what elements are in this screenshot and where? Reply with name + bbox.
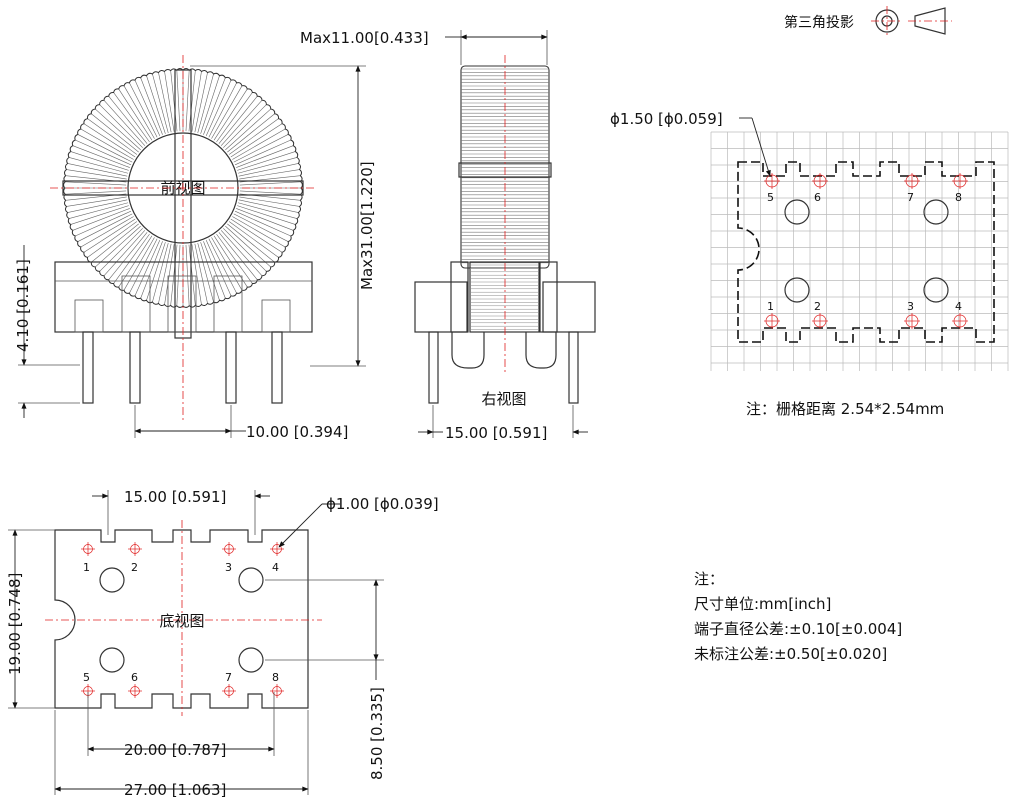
bottom-pin-label: 1: [83, 561, 90, 574]
dim-bottom-hole-dia: ϕ1.00 [ϕ0.039]: [326, 495, 439, 513]
dim-bottom-row-offset: 8.50 [0.335]: [368, 687, 386, 780]
pcb-grid: [710, 131, 1009, 371]
notes-block: 注： 尺寸单位:mm[inch] 端子直径公差:±0.10[±0.004] 未标…: [694, 570, 902, 663]
bottom-mount-hole: [238, 567, 264, 593]
bottom-pin-label: 4: [272, 561, 279, 574]
bottom-view: 底视图 1 2 3 4 5 6 7 8 15.00 [0.591] ϕ1.00 …: [6, 488, 439, 799]
pcb-pin-label: 3: [907, 300, 914, 313]
pcb-pin-label: 5: [767, 191, 774, 204]
dim-front-pin-spacing: 10.00 [0.394]: [246, 423, 348, 441]
pcb-pin-label: 6: [814, 191, 821, 204]
pcb-mount-hole: [923, 199, 949, 225]
pcb-pin-label: 1: [767, 300, 774, 313]
bottom-pin-label: 3: [225, 561, 232, 574]
dim-bottom-height: 19.00 [0.748]: [6, 573, 24, 675]
note-line: 端子直径公差:±0.10[±0.004]: [694, 620, 902, 638]
bottom-pin-label: 8: [272, 671, 279, 684]
front-view: 前视图 4.10 [0.161] 10.00 [0.394]: [14, 55, 348, 441]
dim-side-pin-spacing: 15.00 [0.591]: [445, 424, 547, 442]
side-base-right: [542, 281, 596, 333]
notes-title: 注：: [694, 570, 724, 588]
dim-pin-length: 4.10 [0.161]: [14, 259, 32, 352]
pcb-pin-label: 2: [814, 300, 821, 313]
dim-pcb-hole-dia: ϕ1.50 [ϕ0.059]: [610, 110, 723, 128]
pcb-mount-hole: [784, 199, 810, 225]
right-view-label: 右视图: [481, 390, 526, 408]
bottom-view-label: 底视图: [159, 612, 204, 630]
side-pin: [568, 331, 579, 404]
dim-bottom-total-width: 27.00 [1.063]: [124, 781, 226, 799]
pcb-layout: 5 6 7 8 1 2 3 4 ϕ1.50 [ϕ0.059] 注：栅格距离 2.…: [610, 110, 1009, 418]
pcb-pin-label: 4: [955, 300, 962, 313]
toroid-winding: [63, 68, 303, 308]
bottom-mount-hole: [238, 647, 264, 673]
projection-cone-icon: [914, 7, 946, 35]
bottom-pin-label: 2: [131, 561, 138, 574]
pcb-pin-label: 8: [955, 191, 962, 204]
projection-symbol: 第三角投影: [784, 6, 952, 36]
projection-label: 第三角投影: [784, 14, 854, 31]
footprint-outline: [737, 161, 995, 343]
bottom-pin-label: 5: [83, 671, 90, 684]
pcb-pin-label: 7: [907, 191, 914, 204]
grid-note: 注：栅格距离 2.54*2.54mm: [746, 400, 944, 418]
front-base: [54, 261, 313, 333]
pcb-mount-hole: [923, 277, 949, 303]
front-pin: [225, 331, 237, 404]
side-base-left: [414, 281, 468, 333]
right-view: 右视图 Max11.00[0.433] 15.00 [0.591]: [300, 29, 596, 442]
front-pin: [271, 331, 283, 404]
front-pin: [129, 331, 141, 404]
bottom-mount-hole: [99, 567, 125, 593]
note-line: 尺寸单位:mm[inch]: [694, 595, 831, 613]
pcb-mount-hole: [784, 277, 810, 303]
bottom-outline: [54, 529, 309, 709]
side-pin: [428, 331, 439, 404]
bottom-mount-hole: [99, 647, 125, 673]
dim-max-height: Max31.00[1.220]: [358, 161, 376, 290]
bottom-pin-label: 7: [225, 671, 232, 684]
front-pin: [82, 331, 94, 404]
note-line: 未标注公差:±0.50[±0.020]: [694, 645, 887, 663]
bottom-pin-label: 6: [131, 671, 138, 684]
dim-max-height-group: Max31.00[1.220]: [190, 65, 376, 367]
dim-bottom-inner-width: 20.00 [0.787]: [124, 741, 226, 759]
dim-max-width: Max11.00[0.433]: [300, 29, 429, 47]
dim-bottom-top-spacing: 15.00 [0.591]: [124, 488, 226, 506]
